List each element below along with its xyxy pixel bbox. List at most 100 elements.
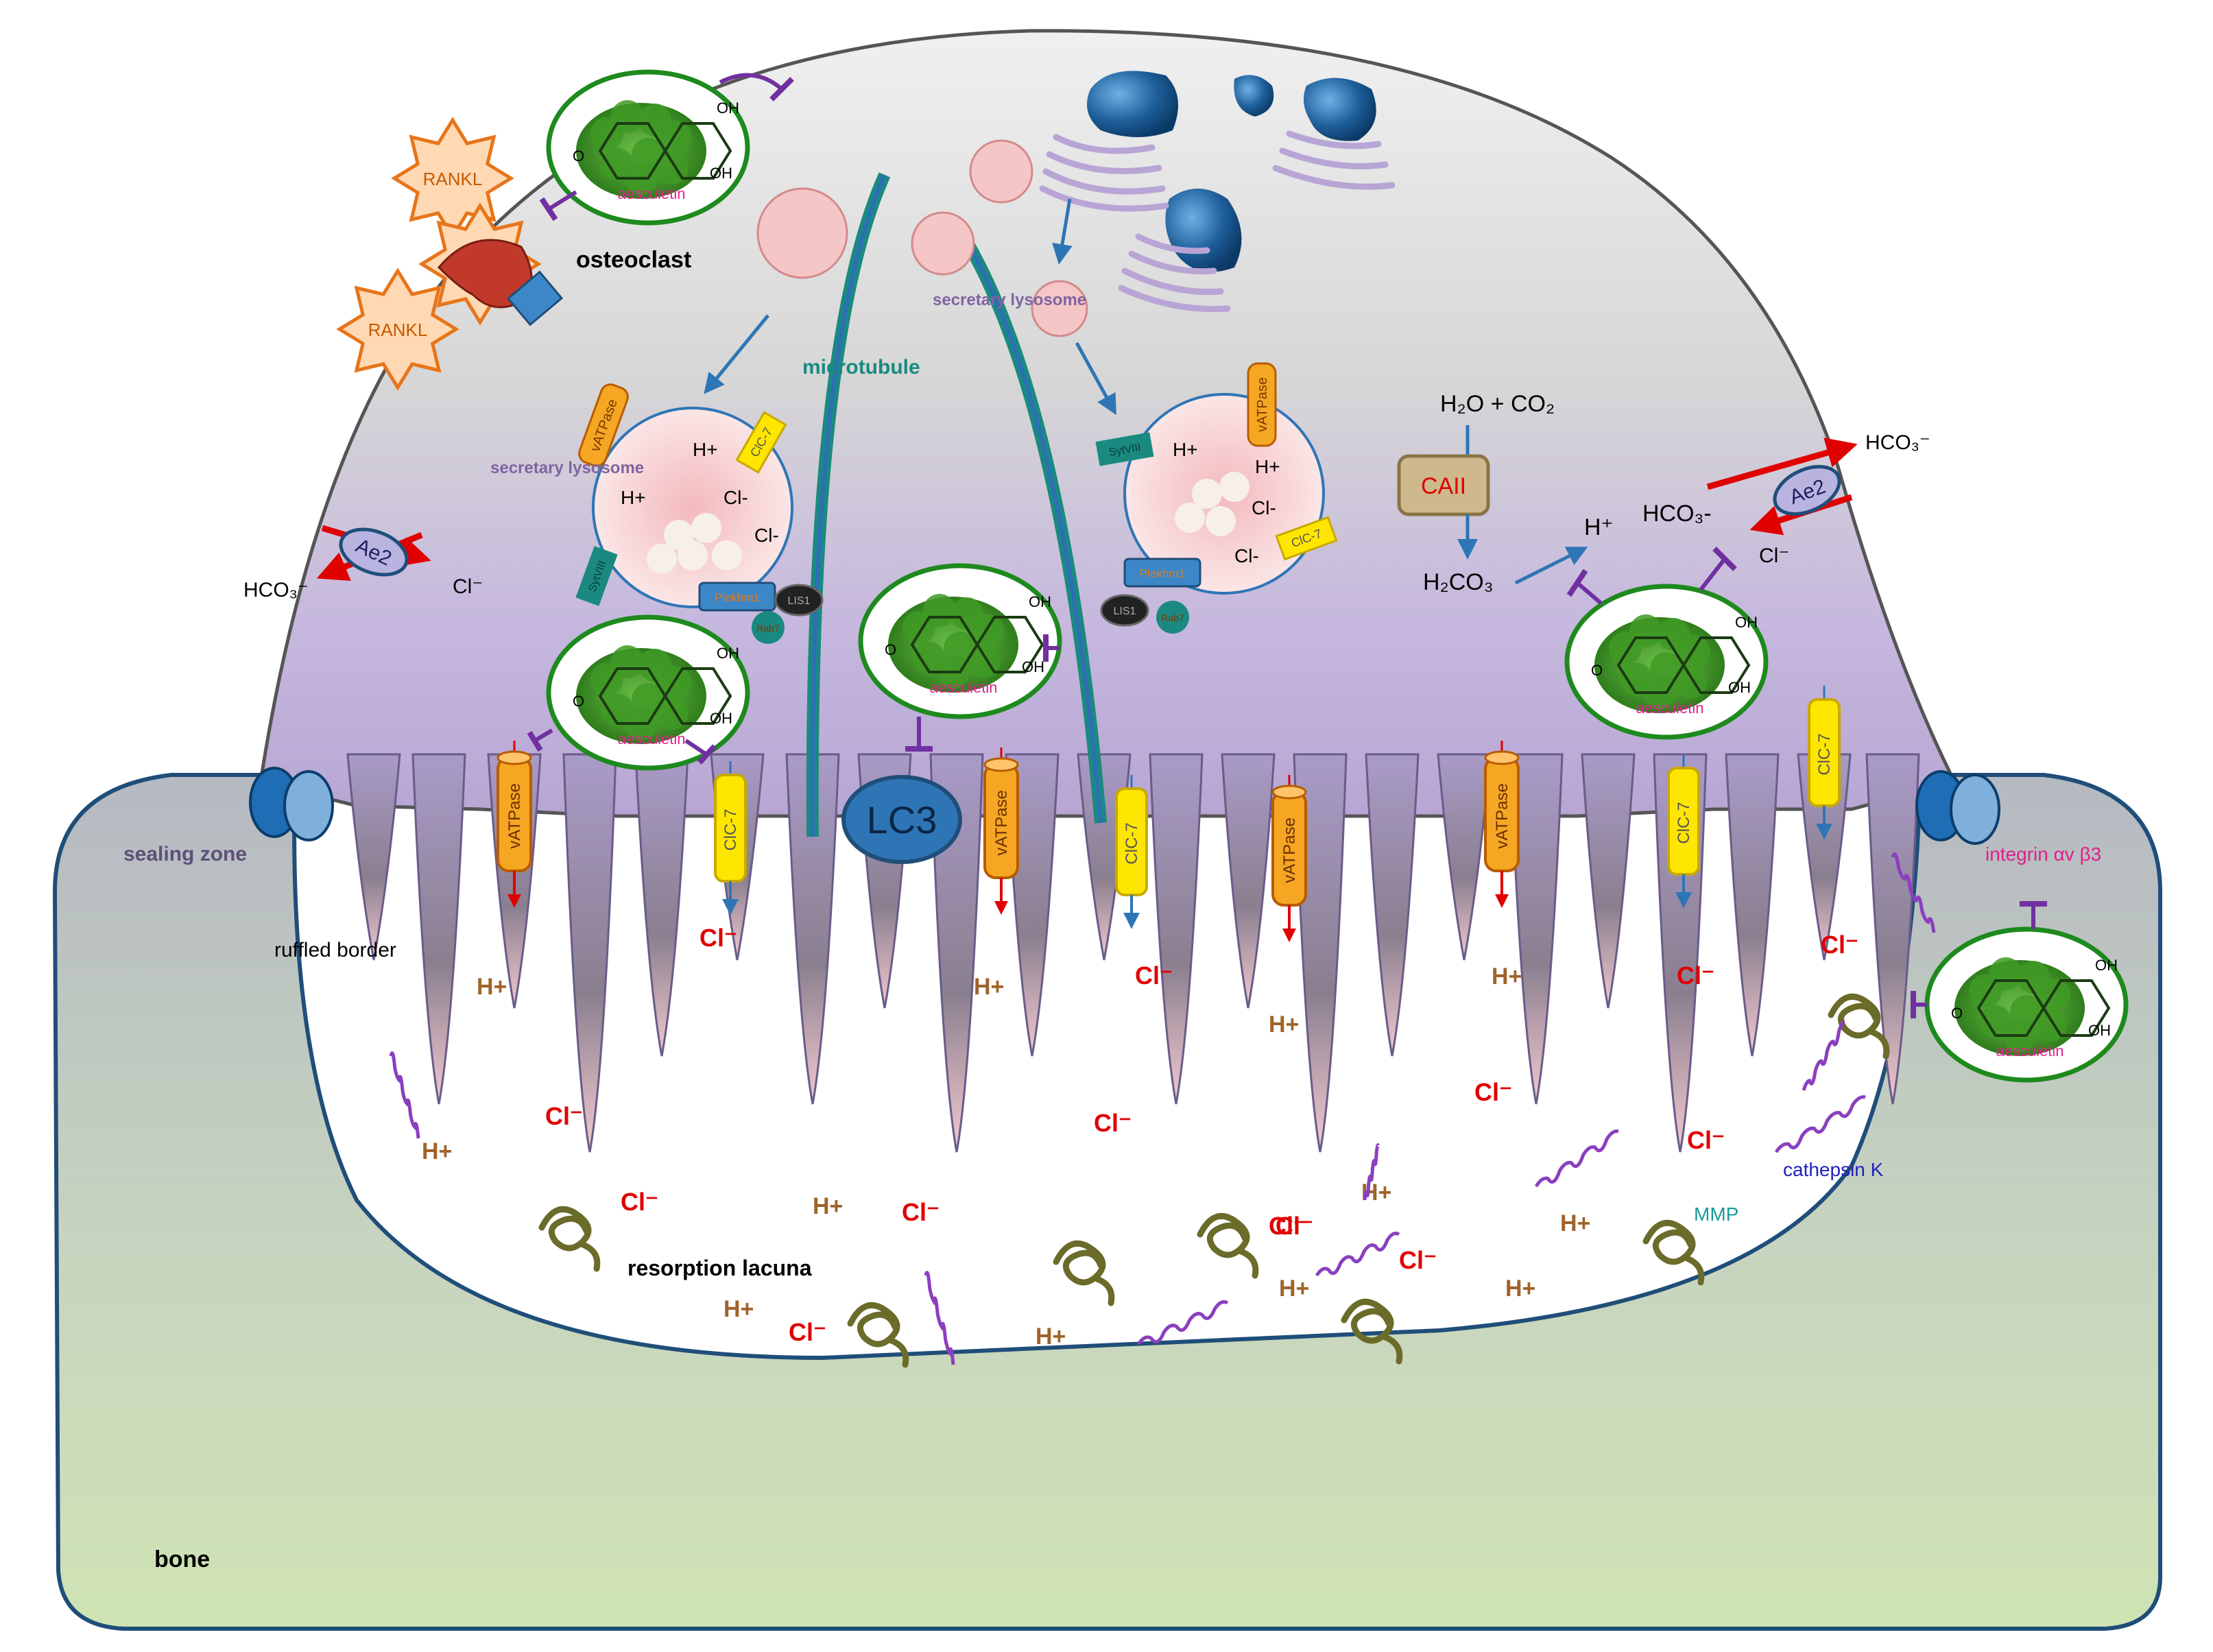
sealing-zone-left — [249, 767, 334, 841]
ion-label: Cl- — [723, 487, 748, 508]
ae2-exchanger-right: Ae2 — [1706, 438, 1858, 536]
golgi-right-top — [1272, 130, 1396, 190]
lysosome-vatpase-right: vATPase — [1247, 362, 1277, 447]
ruffled-finger — [1365, 753, 1420, 1057]
svg-text:Rab7: Rab7 — [756, 623, 780, 634]
oh-label: OH — [1029, 593, 1051, 610]
vesicle — [756, 187, 848, 279]
proton-ion: H+ — [1036, 1324, 1066, 1350]
mmp-enzyme — [1341, 1298, 1403, 1365]
proton-ion: H+ — [1269, 1011, 1299, 1038]
hco3-left-label: HCO₃⁻ — [243, 579, 309, 601]
golgi-left — [1039, 134, 1169, 212]
lysosome-plekhm1-left: Plekhm1 LIS1 Rab7 — [698, 582, 824, 644]
cathepsin-k-enzyme — [389, 1051, 420, 1139]
rankl-star — [336, 267, 459, 391]
ruffled-finger — [346, 753, 401, 961]
inhibition-line — [684, 739, 708, 756]
clc7-label: ClC-7 — [721, 809, 740, 850]
leaf-cluster — [1619, 662, 1652, 695]
secretory-lysosome-label-2: secretary lysosome — [490, 459, 644, 477]
ruffled-finger — [785, 753, 840, 1105]
h2co3-label: H₂CO₃ — [1423, 569, 1494, 595]
clc7-label: ClC-7 — [1675, 802, 1693, 843]
mmp-enzyme — [1828, 993, 1890, 1060]
ring-bond — [975, 616, 1044, 673]
proton-ion: H+ — [813, 1193, 843, 1219]
sealing-zone-label: sealing zone — [123, 843, 247, 865]
oh-label: OH — [1735, 614, 1758, 631]
inhibition-line — [719, 73, 783, 91]
mmp-enzyme — [538, 1206, 601, 1272]
lacuna-ions: Cl⁻Cl⁻Cl⁻Cl⁻Cl⁻Cl⁻Cl⁻Cl⁻Cl⁻Cl⁻Cl⁻Cl⁻Cl⁻C… — [422, 924, 1858, 1350]
resorption-lacuna-label: resorption lacuna — [627, 1256, 812, 1280]
cathepsin-k-enzyme — [1534, 1129, 1619, 1188]
chloride-ion: Cl⁻ — [1821, 931, 1858, 959]
secretory-lysosome-label-1: secretary lysosome — [933, 291, 1086, 309]
cathepsin-k-enzyme — [1315, 1232, 1400, 1277]
chloride-ion: Cl⁻ — [1094, 1109, 1132, 1137]
bone-label: bone — [154, 1546, 210, 1572]
ion-label: H+ — [693, 439, 718, 460]
svg-text:CAII: CAII — [1421, 473, 1466, 499]
leaf-cluster — [601, 693, 634, 726]
svg-text:vATPase: vATPase — [1255, 377, 1270, 432]
o-label: O — [885, 641, 896, 658]
rankl-label: RANKL — [423, 169, 483, 189]
cl-right-label: Cl⁻ — [1759, 544, 1789, 567]
proton-ion: H+ — [1560, 1210, 1590, 1236]
aesculetin-label: aesculetin — [617, 730, 685, 747]
transport-arrow — [1052, 198, 1073, 265]
svg-text:LIS1: LIS1 — [788, 595, 811, 607]
ruffled-finger — [929, 753, 984, 1153]
chloride-ion: Cl⁻ — [1135, 961, 1173, 990]
osteoclast-cell — [259, 29, 1957, 818]
oh-label: OH — [1728, 679, 1751, 696]
proton-ion: H+ — [974, 974, 1004, 1000]
inhibition-bar — [1566, 568, 1588, 597]
aesculetin-label: aesculetin — [1636, 699, 1703, 717]
ae2-exchanger-left: Ae2 — [316, 525, 431, 582]
proton-ion: H+ — [422, 1138, 452, 1164]
ruffled-finger — [1797, 753, 1852, 961]
aesculetin-group: OHOHOaesculetinOHOHOaesculetinOHOHOaescu… — [527, 69, 2129, 1083]
oh-label: OH — [2095, 957, 2118, 974]
lc3-protein: LC3 — [841, 775, 962, 864]
chloride-ion: Cl⁻ — [1677, 961, 1714, 990]
inhibition-line — [1576, 581, 1603, 606]
lysosome-sytviii-right: SytVIII — [1095, 432, 1154, 466]
microtubule-right-inner — [951, 218, 1103, 824]
er-blob-2 — [1234, 75, 1274, 117]
leaf-cluster — [1979, 1005, 2012, 1038]
ruffled-finger — [562, 753, 617, 1153]
vatpase-label: vATPase — [505, 783, 524, 849]
vesicle — [969, 139, 1033, 204]
cl-left-label: Cl⁻ — [453, 575, 483, 598]
vatpase-label: vATPase — [1493, 783, 1511, 849]
chloride-ion: Cl⁻ — [1399, 1246, 1437, 1274]
ion-label: H+ — [1173, 439, 1198, 460]
chloride-ion: Cl⁻ — [902, 1198, 940, 1226]
ion-label: Cl- — [754, 525, 779, 546]
mmp-enzyme — [847, 1302, 909, 1368]
er-blob-1 — [1087, 71, 1178, 137]
aesculetin-label: aesculetin — [617, 185, 685, 202]
vatpase-label: vATPase — [992, 790, 1011, 856]
inhibition-line — [534, 728, 553, 743]
sealing-zone-right — [1915, 770, 2000, 845]
ruffled-finger — [1149, 753, 1204, 1105]
ion-label: H+ — [1255, 456, 1280, 477]
h-arrow — [1514, 547, 1588, 585]
rankl-label: RANKL — [368, 320, 428, 340]
chloride-ion: Cl⁻ — [699, 924, 737, 952]
ruffled-finger — [1725, 753, 1780, 1057]
vatpase-cap — [983, 757, 1019, 772]
proton-ion: H+ — [723, 1296, 754, 1322]
ruffled-finger — [634, 753, 689, 1057]
caii-enzyme: CAII — [1397, 454, 1490, 516]
